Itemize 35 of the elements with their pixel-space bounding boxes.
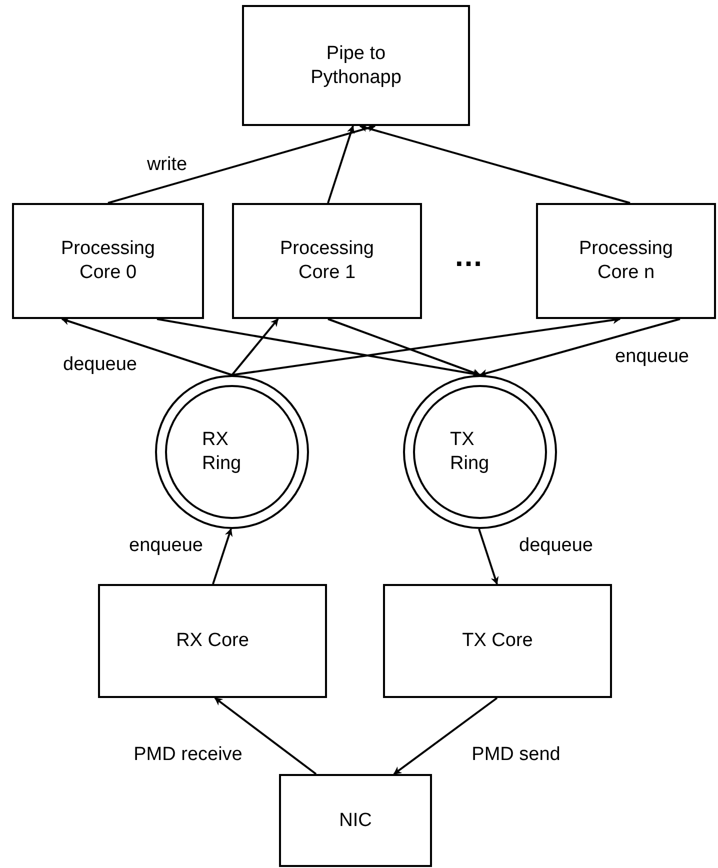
node-text: TX Ring [449, 428, 490, 476]
arrow [212, 528, 233, 584]
edge-label: enqueue [129, 535, 203, 557]
node-text: RX Core [175, 629, 250, 653]
arrow [478, 528, 499, 585]
arrow [393, 697, 498, 775]
arrow [231, 318, 279, 376]
node-text: TX Core [461, 629, 534, 653]
arrow [328, 318, 481, 376]
node-text: NIC [338, 808, 373, 832]
process-box [536, 203, 716, 319]
process-box [232, 203, 422, 319]
edge-label: dequeue [63, 354, 137, 376]
arrow [108, 124, 376, 204]
process-box [12, 203, 204, 319]
process-box [383, 584, 612, 698]
ellipsis-label: ... [455, 240, 484, 274]
arrow [479, 318, 680, 377]
process-box [279, 774, 432, 867]
edge-label: enqueue [615, 346, 689, 368]
edge-label: write [146, 154, 188, 176]
node-text: Processing Core 1 [279, 237, 375, 285]
arrow [327, 125, 355, 204]
node-text: Processing Core 0 [60, 237, 156, 285]
arrow [61, 317, 232, 376]
arrow [214, 697, 317, 775]
node-text: RX Ring [201, 428, 242, 476]
node-text: Pipe to Pythonapp [310, 42, 402, 90]
arrow [359, 124, 630, 204]
process-box [242, 5, 470, 126]
process-box [98, 584, 327, 698]
node-text: Processing Core n [578, 237, 674, 285]
edge-label: PMD send [472, 744, 560, 766]
edge-label: PMD receive [134, 744, 242, 766]
edge-label: dequeue [519, 535, 593, 557]
